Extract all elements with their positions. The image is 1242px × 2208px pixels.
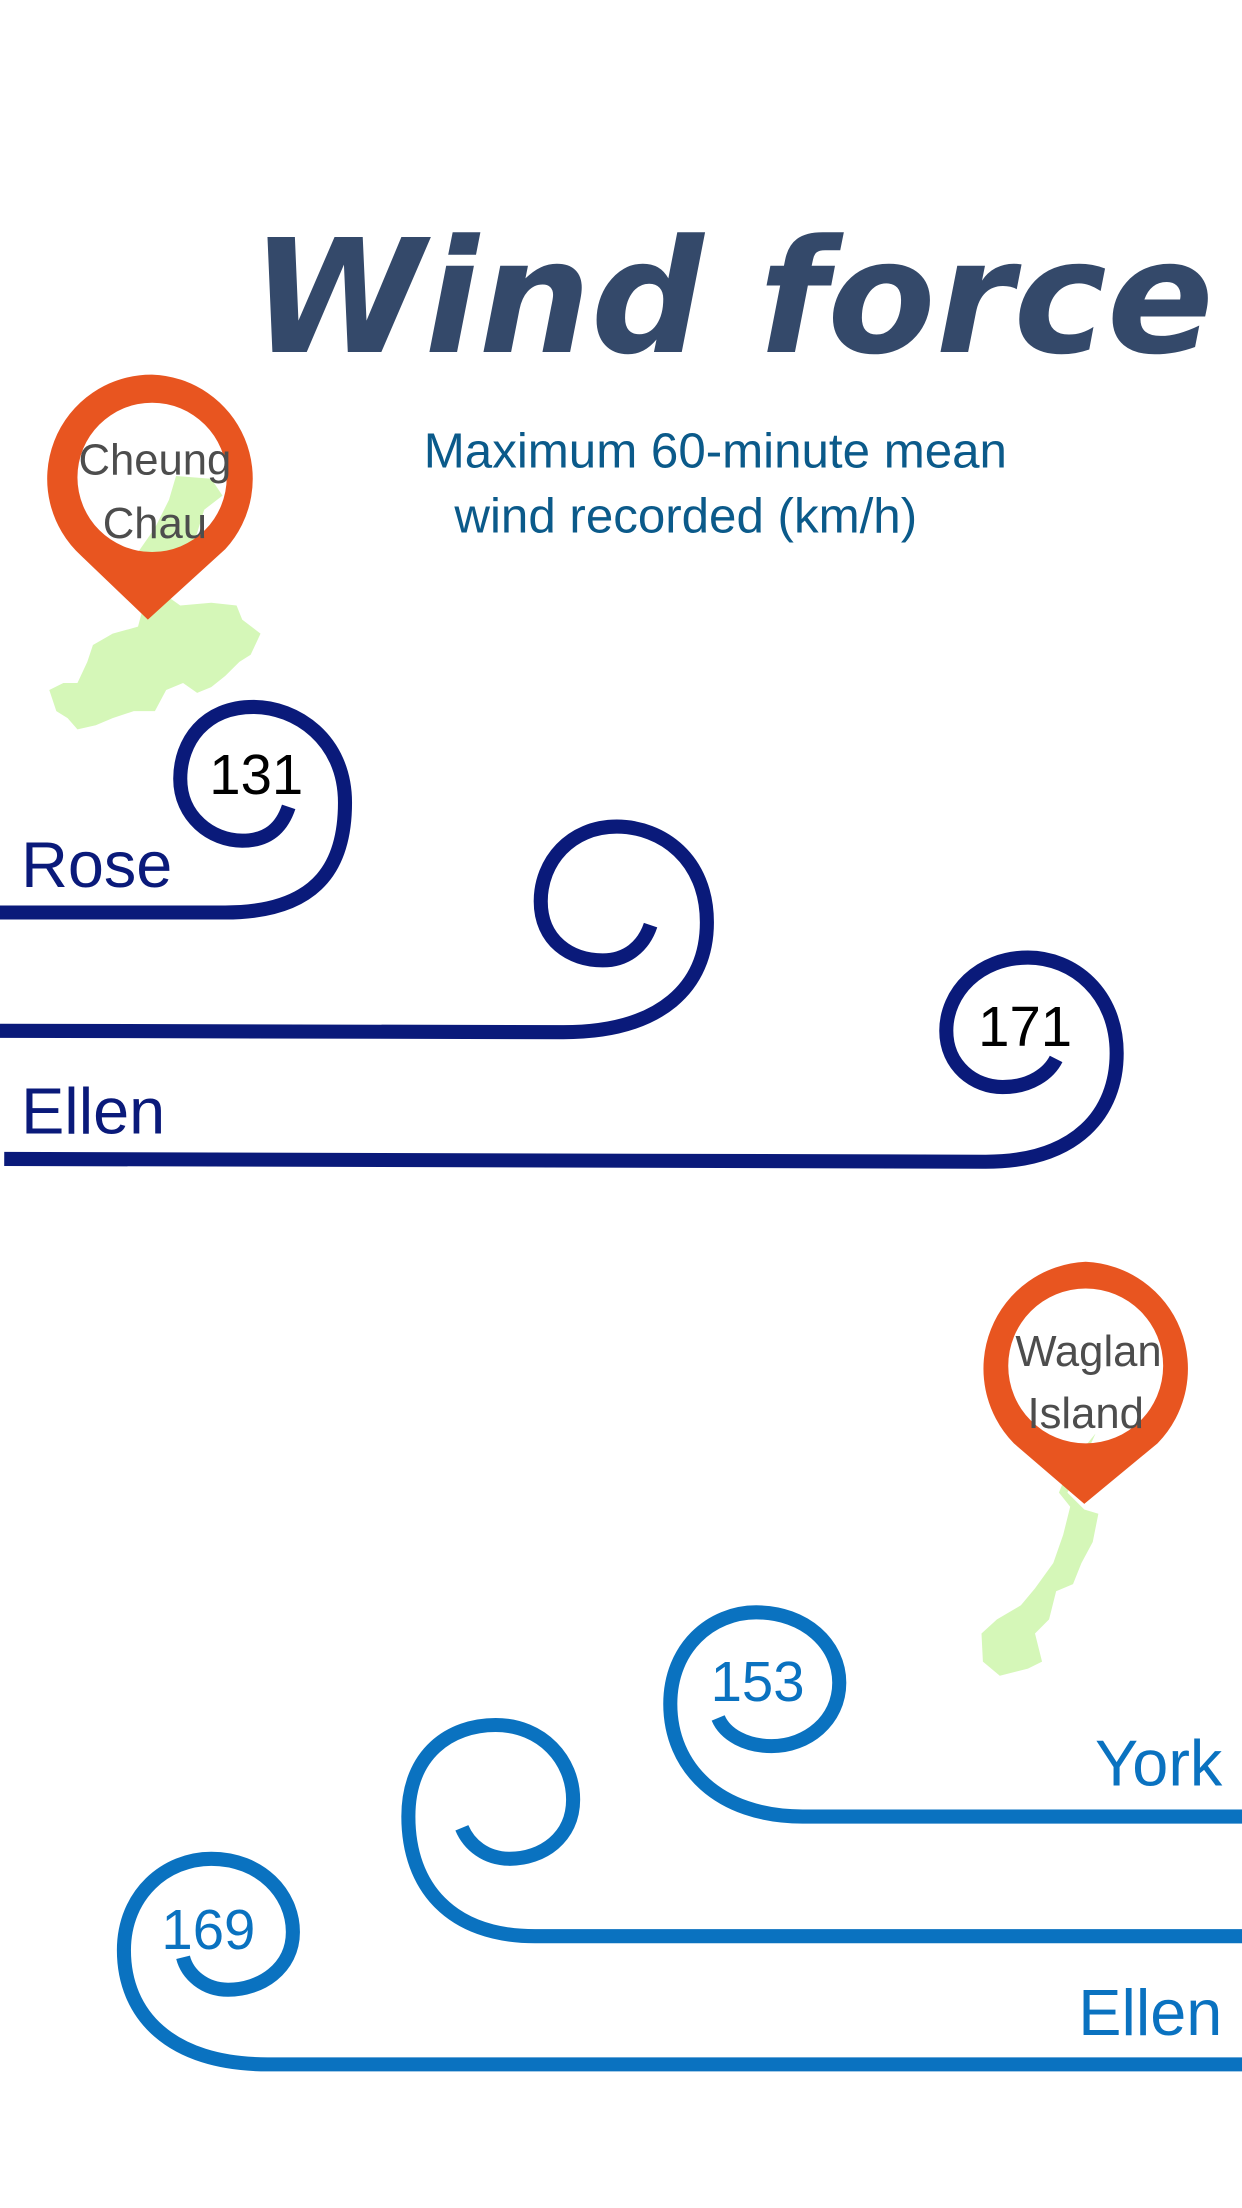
subtitle-line-2: wind recorded (km/h) xyxy=(453,488,917,543)
label-york: York xyxy=(1095,1727,1223,1800)
wind-swirl-york xyxy=(663,1605,1242,1824)
value-rose: 131 xyxy=(209,743,303,806)
value-york: 153 xyxy=(711,1650,805,1713)
wind-swirl-rose xyxy=(0,699,353,920)
station-name-cheung-line1: Cheung xyxy=(78,436,231,485)
station-name-waglan-line1: Waglan xyxy=(1015,1327,1161,1376)
label-ellen-cheung-chau: Ellen xyxy=(21,1075,165,1148)
wind-swirl-ellen-cc xyxy=(4,950,1124,1169)
waglan-island-pin-icon xyxy=(983,1261,1188,1504)
wind-swirl-decorative-1 xyxy=(0,819,714,1040)
title: Wind force xyxy=(251,207,1214,390)
label-ellen-waglan: Ellen xyxy=(1078,1976,1222,2049)
waglan-island-shape xyxy=(981,1433,1099,1676)
cheung-chau-pin-icon xyxy=(47,374,253,620)
wind-swirl-decorative-2 xyxy=(401,1717,1242,1944)
station-name-cheung-line2: Chau xyxy=(103,499,207,548)
value-ellen-cheung-chau: 171 xyxy=(978,995,1072,1058)
station-name-waglan-line2: Island xyxy=(1027,1389,1143,1438)
label-rose: Rose xyxy=(21,828,172,901)
value-ellen-waglan: 169 xyxy=(161,1898,255,1961)
subtitle-line-1: Maximum 60-minute mean xyxy=(424,424,1007,479)
wind-swirl-ellen-waglan xyxy=(116,1851,1242,2072)
